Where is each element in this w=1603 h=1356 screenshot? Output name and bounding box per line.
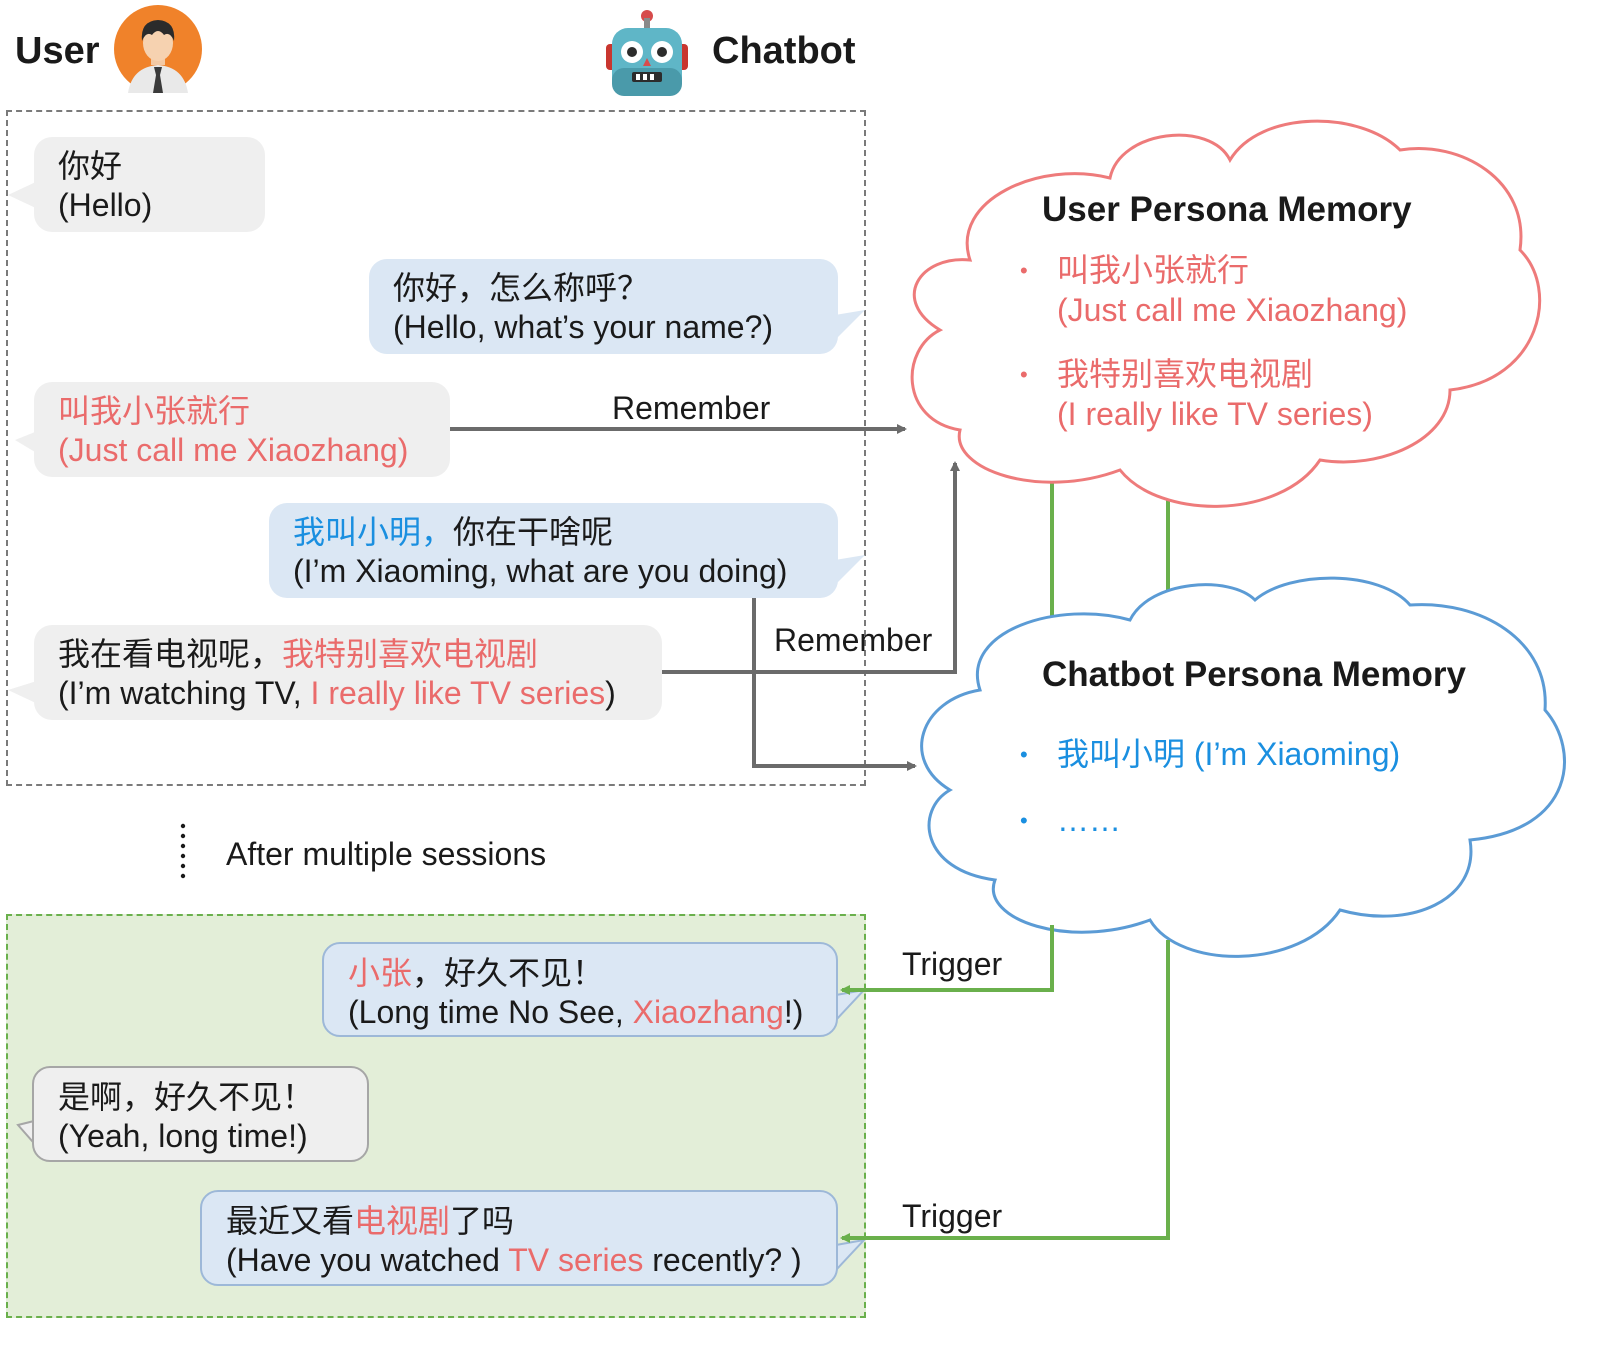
robot-face-icon — [604, 8, 690, 98]
user-persona-cloud — [910, 119, 1542, 508]
user-memory-item: 叫我小张就行 (Just call me Xiaozhang) — [1057, 250, 1407, 330]
message-en-end: recently? ) — [643, 1242, 802, 1278]
message-en: (I’m watching TV, I really like TV serie… — [58, 674, 638, 713]
bubble-tail — [8, 680, 40, 705]
user-memory-title: User Persona Memory — [1042, 190, 1412, 229]
bullet-icon: • — [1020, 362, 1028, 387]
trigger-label-1: Trigger — [902, 946, 1003, 982]
chatbot-memory-title: Chatbot Persona Memory — [1042, 655, 1466, 694]
user-persona-phrase-en: I really like TV series — [310, 675, 606, 711]
memory-zh: 叫我小张就行 — [1057, 252, 1250, 288]
bubble-tail — [835, 310, 865, 340]
chatbot-memory-item: …… — [1057, 802, 1121, 838]
message-en-start: (I’m watching TV, — [58, 675, 311, 711]
tv-phrase: 电视剧 — [354, 1203, 451, 1239]
bubble-tail — [835, 1238, 867, 1273]
bubble-tail — [835, 555, 865, 585]
message-en: (Hello, what’s your name?) — [393, 309, 774, 345]
bubble-tail — [15, 430, 40, 455]
message-user-hello: 你好 (Hello) — [34, 137, 265, 232]
message-zh-start: 我在看电视呢， — [58, 636, 283, 672]
session-ellipsis-icon — [180, 823, 186, 879]
message-zh: 你好，怎么称呼？ — [393, 270, 650, 306]
after-sessions-label: After multiple sessions — [226, 836, 547, 872]
user-persona-phrase: 我特别喜欢电视剧 — [282, 636, 539, 672]
memory-zh: 我特别喜欢电视剧 — [1057, 356, 1314, 392]
bullet-icon: • — [1020, 808, 1028, 833]
message-bot-tv-question: 最近又看电视剧了吗 (Have you watched TV series re… — [200, 1190, 838, 1286]
message-user-reply: 是啊，好久不见！ (Yeah, long time!) — [32, 1066, 369, 1162]
bullet-icon: • — [1020, 258, 1028, 283]
memory-en: (Just call me Xiaozhang) — [1057, 292, 1408, 328]
message-bot-greeting: 小张，好久不见！ (Long time No See, Xiaozhang!) — [322, 942, 838, 1037]
bubble-tail — [835, 988, 867, 1023]
message-zh-start: 最近又看 — [226, 1203, 355, 1239]
memory-en: (I really like TV series) — [1057, 396, 1373, 432]
message-zh-rest: ，好久不见！ — [412, 955, 605, 991]
message-bot-ask-name: 你好，怎么称呼？ (Hello, what’s your name?) — [369, 259, 838, 354]
chatbot-memory-item: 我叫小明 (I’m Xiaoming) — [1057, 736, 1401, 772]
message-zh-end: 了吗 — [450, 1203, 515, 1239]
remember-label-1: Remember — [612, 390, 771, 426]
message-user-name: 叫我小张就行 (Just call me Xiaozhang) — [34, 382, 450, 477]
message-en: (Hello) — [58, 187, 153, 223]
chatbot-label: Chatbot — [712, 30, 856, 72]
message-zh: 小张，好久不见！ — [348, 954, 812, 993]
message-zh-rest: 你在干啥呢 — [453, 514, 614, 550]
bubble-tail — [8, 180, 40, 210]
message-zh: 最近又看电视剧了吗 — [226, 1202, 812, 1241]
message-zh: 我叫小明，你在干啥呢 — [293, 513, 814, 552]
message-en-start: (Long time No See, — [348, 994, 633, 1030]
bot-persona-phrase: 我叫小明， — [293, 514, 454, 550]
user-avatar-icon — [114, 5, 202, 93]
message-en-end: ) — [605, 675, 616, 711]
message-en: (Have you watched TV series recently? ) — [226, 1241, 812, 1280]
message-en-start: (Have you watched — [226, 1242, 509, 1278]
trigger-arrow-1 — [840, 925, 1054, 995]
message-zh: 叫我小张就行 — [58, 393, 251, 429]
trigger-arrow-2 — [840, 940, 1170, 1243]
first-session-box — [6, 110, 866, 786]
message-bot-intro: 我叫小明，你在干啥呢 (I’m Xiaoming, what are you d… — [269, 503, 838, 598]
message-en: (I’m Xiaoming, what are you doing) — [293, 553, 788, 589]
tv-phrase-en: TV series — [508, 1242, 644, 1278]
message-zh: 我在看电视呢，我特别喜欢电视剧 — [58, 635, 638, 674]
remember-label-2: Remember — [774, 622, 933, 658]
user-name-phrase: 小张 — [348, 955, 413, 991]
message-en-end: !) — [783, 994, 804, 1030]
chatbot-fact-arrow — [752, 597, 917, 771]
message-zh: 是啊，好久不见！ — [58, 1079, 315, 1115]
message-en: (Just call me Xiaozhang) — [58, 432, 409, 468]
message-en: (Long time No See, Xiaozhang!) — [348, 993, 812, 1032]
user-name-phrase-en: Xiaozhang — [632, 994, 784, 1030]
message-user-tv: 我在看电视呢，我特别喜欢电视剧 (I’m watching TV, I real… — [34, 625, 662, 720]
message-en: (Yeah, long time!) — [58, 1118, 308, 1154]
message-zh: 你好 — [58, 148, 123, 184]
trigger-label-2: Trigger — [902, 1198, 1003, 1234]
chatbot-persona-cloud — [920, 576, 1566, 958]
user-memory-item: 我特别喜欢电视剧 (I really like TV series) — [1057, 354, 1373, 434]
remember-arrow-2 — [662, 461, 960, 674]
bullet-icon: • — [1020, 742, 1028, 767]
user-label: User — [15, 30, 100, 72]
